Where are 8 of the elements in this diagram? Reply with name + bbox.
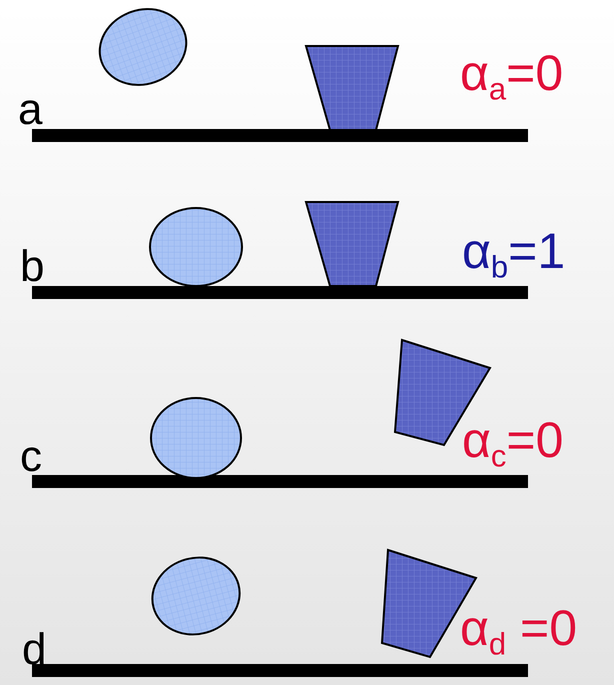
alpha-value: α$_{a}$=0 xyxy=(460,48,564,104)
alpha-value: α$_{b}$=1 xyxy=(462,226,566,282)
panel-letter: d xyxy=(22,628,46,672)
alpha-value: α$_{c}$=0 xyxy=(462,415,564,472)
panel-letter: c xyxy=(20,435,42,479)
alpha-value: α$_{d}$ =0 xyxy=(460,603,578,660)
panel-letter: b xyxy=(20,245,44,289)
panel-letter: a xyxy=(18,88,42,132)
